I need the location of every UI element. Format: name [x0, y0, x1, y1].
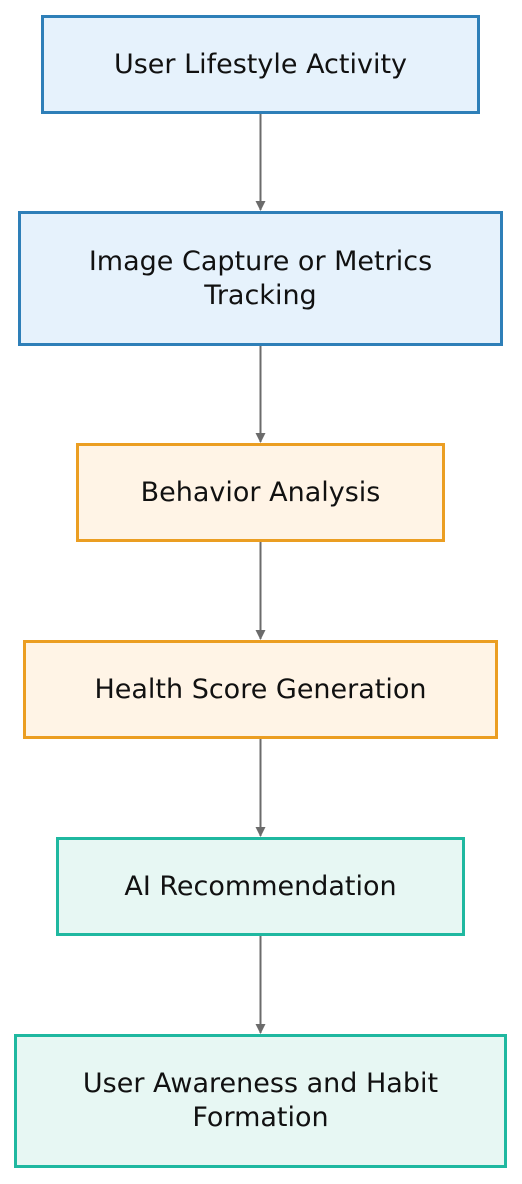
node-label: Behavior Analysis [140, 476, 381, 508]
node-user-lifestyle-activity: User Lifestyle Activity [41, 15, 480, 114]
node-label: User Awareness and Habit Formation [82, 1068, 439, 1133]
node-label: Image Capture or Metrics Tracking [88, 245, 433, 311]
node-ai-recommendation: AI Recommendation [56, 837, 465, 936]
node-label: Health Score Generation [94, 673, 427, 705]
node-label: AI Recommendation [124, 870, 397, 902]
node-behavior-analysis: Behavior Analysis [76, 443, 445, 542]
node-user-awareness: User Awareness and Habit Formation [14, 1034, 507, 1168]
node-label: User Lifestyle Activity [113, 48, 408, 80]
node-health-score-generation: Health Score Generation [23, 640, 498, 739]
node-image-capture: Image Capture or Metrics Tracking [18, 211, 503, 346]
